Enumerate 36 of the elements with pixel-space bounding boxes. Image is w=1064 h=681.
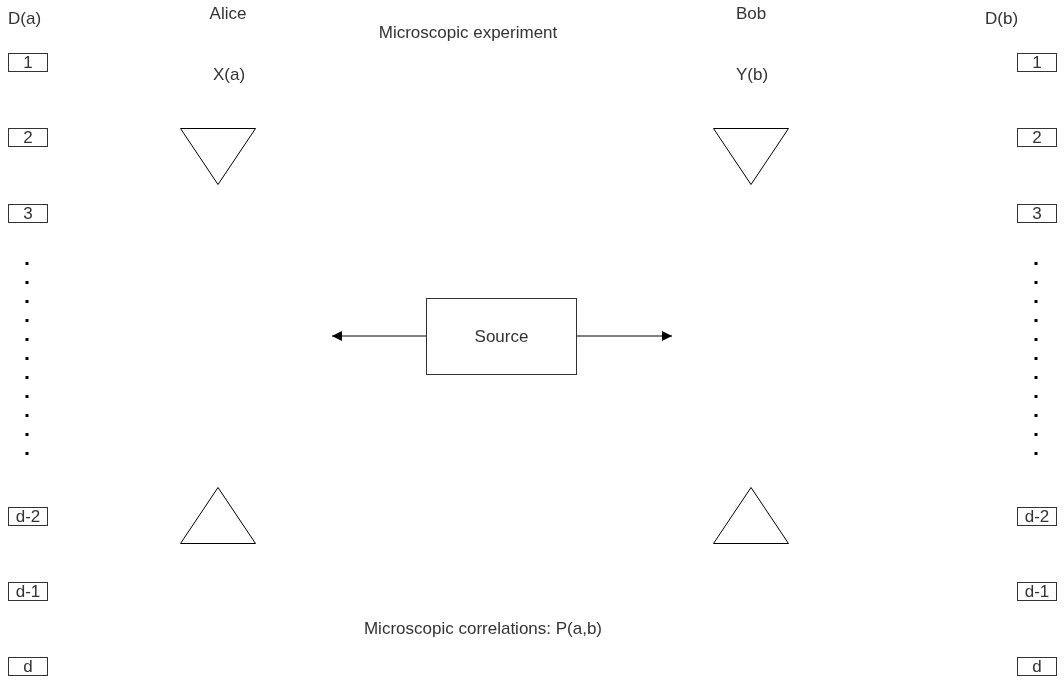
box-label: d-1	[15, 583, 41, 600]
arrow	[576, 331, 673, 341]
outcome-box	[8, 128, 48, 147]
outcome-box	[8, 204, 48, 223]
measurement-label: Y(b)	[735, 66, 769, 85]
outcome-box	[1017, 128, 1057, 147]
box-label: d-2	[1024, 508, 1050, 525]
outcome-box	[8, 507, 48, 526]
box-label: Source	[474, 328, 529, 345]
arrow	[331, 331, 427, 341]
column-heading: D(a)	[8, 10, 42, 29]
diagram-title: Microscopic experiment	[378, 24, 558, 43]
note-text: Microscopic correlations: P(a,b)	[363, 620, 603, 639]
box-label: 1	[23, 54, 33, 71]
outcome-box	[8, 582, 48, 601]
outcome-box	[1017, 204, 1057, 223]
outcome-box	[1017, 53, 1057, 72]
column-heading: D(b)	[985, 10, 1019, 29]
outcome-box	[1017, 582, 1057, 601]
outcome-box	[1017, 657, 1057, 676]
party-name: Alice	[209, 5, 247, 24]
source-box	[426, 298, 577, 375]
box-label: 3	[1032, 205, 1042, 222]
box-label: d	[23, 658, 33, 675]
box-label: d-2	[15, 508, 41, 525]
box-label: d	[1032, 658, 1042, 675]
measurement-label: X(a)	[212, 66, 246, 85]
outcome-box	[8, 657, 48, 676]
box-label: 3	[23, 205, 33, 222]
box-label: 2	[23, 129, 33, 146]
outcome-box	[8, 53, 48, 72]
outcome-box	[1017, 507, 1057, 526]
box-label: 2	[1032, 129, 1042, 146]
box-label: 1	[1032, 54, 1042, 71]
box-label: d-1	[1024, 583, 1050, 600]
party-name: Bob	[735, 5, 767, 24]
